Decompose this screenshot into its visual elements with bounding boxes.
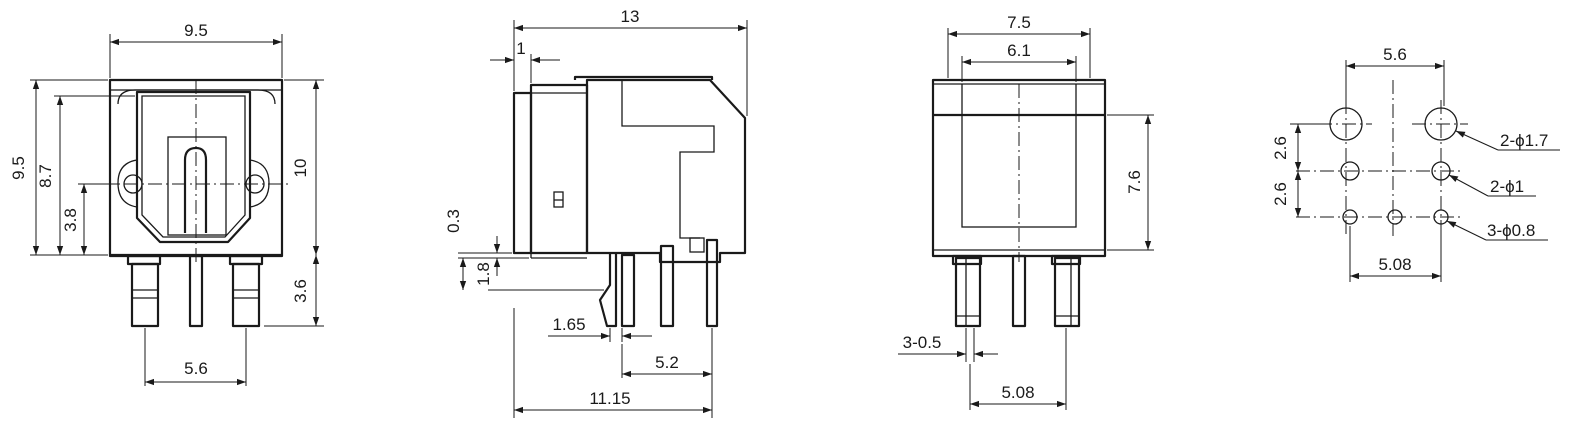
side-body <box>512 75 747 264</box>
callout-hole-small: 3-ϕ0.8 <box>1487 221 1535 240</box>
dim-fp-hole-pitch-bottom: 5.08 <box>1378 255 1411 274</box>
front-dims: 9.5 9.5 8.7 3.8 10 3.6 5.6 <box>9 21 324 386</box>
front-body <box>100 78 290 262</box>
dim-fp-hole-pitch-top: 5.6 <box>1383 45 1407 64</box>
dim-front-pin-pitch: 5.6 <box>184 359 208 378</box>
front-pins <box>126 254 264 328</box>
dim-front-height-low: 3.8 <box>61 208 80 232</box>
hole-mid-right <box>1431 161 1451 181</box>
dim-front-width: 9.5 <box>184 21 208 40</box>
callout-hole-large: 2-ϕ1.7 <box>1500 131 1548 150</box>
side-dims: 13 1 0.3 1.8 1.65 5.2 11.15 <box>444 7 748 418</box>
dim-rear-height: 7.6 <box>1125 170 1144 194</box>
dim-side-pin-b: 5.2 <box>655 353 679 372</box>
hole-large-left <box>1329 107 1363 141</box>
front-view: 9.5 9.5 8.7 3.8 10 3.6 5.6 <box>9 21 324 386</box>
dim-side-offset-small: 0.3 <box>444 209 463 233</box>
hole-large-right <box>1424 107 1458 141</box>
dim-side-lip: 1 <box>516 39 525 58</box>
rear-dims: 7.5 6.1 7.6 3-0.5 5.08 <box>898 13 1154 410</box>
dim-front-height-mid: 8.7 <box>36 164 55 188</box>
hole-small-right <box>1433 209 1449 225</box>
dim-side-length: 13 <box>621 7 640 26</box>
callout-hole-mid: 2-ϕ1 <box>1490 177 1524 196</box>
hole-mid-left <box>1340 161 1360 181</box>
hole-small-center <box>1387 209 1403 225</box>
dim-rear-width-inner: 6.1 <box>1007 41 1031 60</box>
dim-rear-pin-pitch: 5.08 <box>1001 383 1034 402</box>
side-view: 13 1 0.3 1.8 1.65 5.2 11.15 <box>444 7 748 418</box>
dim-front-height-right: 10 <box>291 159 310 178</box>
rear-view: 7.5 6.1 7.6 3-0.5 5.08 <box>898 13 1154 410</box>
dim-front-pin-length: 3.6 <box>291 279 310 303</box>
dim-front-height-total: 9.5 <box>9 156 28 180</box>
dim-rear-pin-width: 3-0.5 <box>903 333 942 352</box>
side-pins <box>598 237 719 328</box>
dim-fp-row-gap-top: 2.6 <box>1271 136 1290 160</box>
pcb-footprint: 5.6 2.6 2.6 5.08 2-ϕ1.7 2-ϕ1 3-ϕ0.8 <box>1271 45 1560 282</box>
dim-side-pin-span: 11.15 <box>589 389 630 408</box>
footprint-dims: 5.6 2.6 2.6 5.08 2-ϕ1.7 2-ϕ1 3-ϕ0.8 <box>1271 45 1560 282</box>
footprint-holes <box>1329 107 1458 225</box>
dim-side-pin-a: 1.65 <box>552 315 585 334</box>
rear-pins <box>951 254 1082 328</box>
dim-fp-row-gap-bottom: 2.6 <box>1271 182 1290 206</box>
rear-body <box>931 78 1107 262</box>
hole-small-left <box>1342 209 1358 225</box>
dim-rear-width-outer: 7.5 <box>1007 13 1031 32</box>
dim-side-offset-pin: 1.8 <box>474 262 493 286</box>
footprint-centerlines <box>1296 80 1468 236</box>
